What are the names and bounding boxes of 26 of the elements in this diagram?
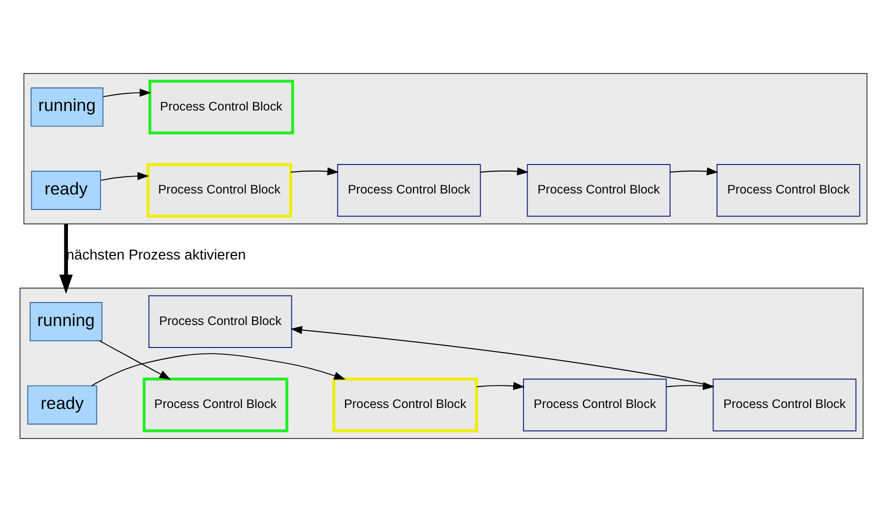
node-box: Process Control Block (148, 80, 294, 134)
node-box: Process Control Block (337, 164, 481, 217)
arrow (290, 326, 714, 387)
node-box: Process Control Block (148, 295, 292, 348)
arrow (91, 353, 346, 386)
cluster (23, 73, 868, 224)
node-box: running (30, 302, 102, 342)
node-box: Process Control Block (146, 163, 292, 218)
arrow (99, 340, 171, 380)
arrow (670, 167, 718, 176)
arrow (290, 167, 339, 176)
node-box: Process Control Block (523, 378, 667, 432)
node-box: running (30, 87, 104, 127)
node-box: Process Control Block (332, 378, 478, 432)
arrow (100, 172, 149, 181)
arrow (480, 167, 529, 176)
node-box: Process Control Block (712, 378, 856, 432)
node-box: Process Control Block (526, 164, 671, 217)
cluster (20, 288, 864, 439)
node-box: Process Control Block (142, 378, 288, 432)
arrow (59, 224, 73, 294)
node-box: ready (31, 170, 101, 210)
arrow (102, 88, 152, 98)
node-box: Process Control Block (716, 164, 860, 217)
arrow (476, 382, 525, 390)
node-box: ready (27, 385, 98, 425)
